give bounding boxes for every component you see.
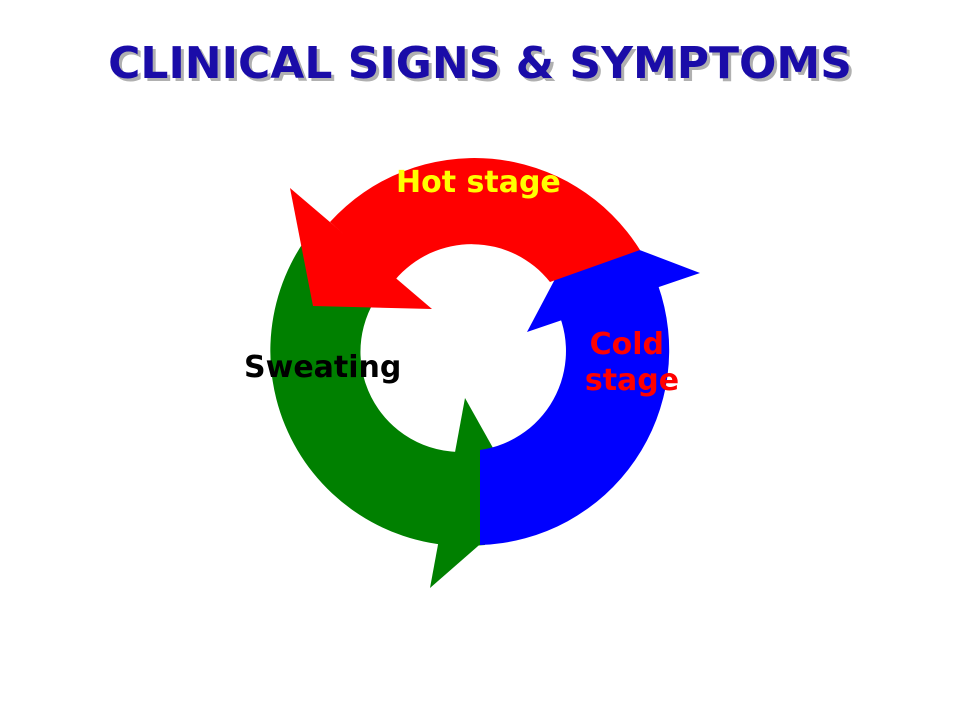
hot-stage-label: Hot stage (396, 165, 561, 200)
sweating-arc (270, 240, 485, 546)
hot-stage-arrowhead (290, 188, 432, 309)
hot-stage-arc (330, 158, 640, 282)
cold-stage-label: Cold stage (585, 327, 679, 398)
page-title: CLINICAL SIGNS & SYMPTOMS (108, 38, 852, 89)
sweating-arrow (270, 240, 525, 588)
sweating-label: Sweating (244, 350, 401, 385)
hot-stage-arrow (290, 158, 640, 309)
sweating-arrowhead (430, 398, 525, 588)
cold-stage-arc (480, 285, 670, 545)
